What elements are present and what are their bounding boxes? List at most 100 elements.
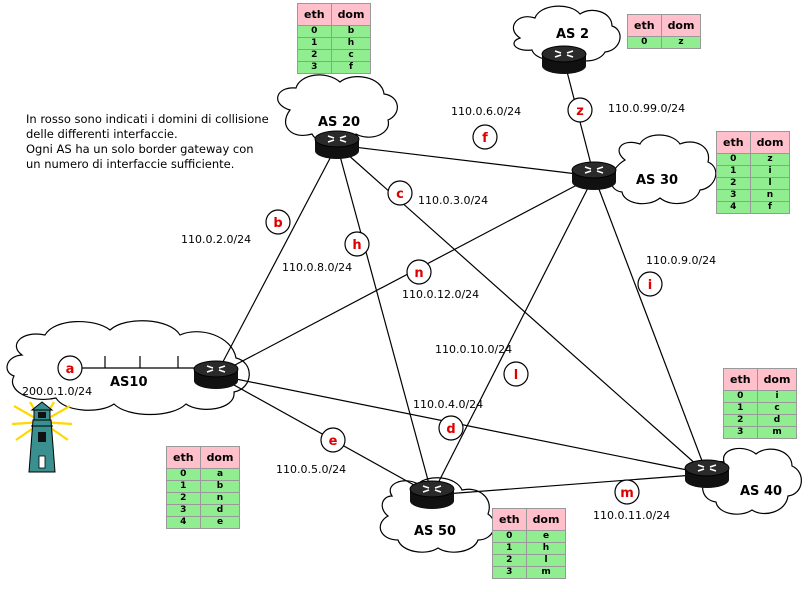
domain-n-circle (406, 259, 432, 285)
table-cell: e (199, 516, 241, 529)
subnet-l-label: 110.0.10.0/24 (435, 343, 512, 356)
domain-a-letter: a (66, 362, 75, 377)
table-cell: 3 (166, 504, 201, 517)
table-header: eth (166, 446, 201, 469)
note-line: In rosso sono indicati i domini di colli… (26, 112, 269, 126)
cloud-as50 (379, 477, 495, 553)
explanation-note: In rosso sono indicati i domini di colli… (26, 112, 296, 172)
table-header: dom (660, 14, 702, 37)
subnet-i-label: 110.0.9.0/24 (646, 254, 716, 267)
table-header: dom (330, 3, 372, 26)
table-cell: i (756, 390, 798, 403)
table-cell: h (330, 37, 372, 50)
domain-c-letter: c (396, 187, 404, 202)
table-cell: e (525, 530, 567, 543)
table-cell: i (749, 165, 791, 178)
router-as30-icon (571, 161, 617, 191)
table-cell: 4 (716, 201, 751, 214)
table-cell: n (199, 492, 241, 505)
table-cell: 2 (723, 414, 758, 427)
domain-l-circle (503, 361, 529, 387)
table-cell: 3 (716, 189, 751, 202)
table-header: eth (492, 508, 527, 531)
table-cell: 1 (297, 37, 332, 50)
domain-d-circle (438, 415, 464, 441)
as40-label: AS 40 (740, 484, 782, 499)
table-header: eth (297, 3, 332, 26)
table-header: eth (627, 14, 662, 37)
as2-label: AS 2 (556, 27, 589, 42)
table-cell: c (756, 402, 798, 415)
domain-h-letter: h (352, 238, 361, 253)
subnet-z-label: 110.0.99.0/24 (608, 102, 685, 115)
table-cell: 0 (627, 36, 662, 49)
domain-f-circle (472, 124, 498, 150)
table-cell: 2 (297, 49, 332, 62)
domain-d-letter: d (446, 422, 455, 437)
table-cell: 0 (723, 390, 758, 403)
domain-h-circle (344, 231, 370, 257)
subnet-a-label: 200.0.1.0/24 (22, 385, 92, 398)
table-cell: 2 (166, 492, 201, 505)
subnet-n-label: 110.0.12.0/24 (402, 288, 479, 301)
table-cell: 1 (723, 402, 758, 415)
table-cell: 2 (492, 554, 527, 567)
subnet-b-label: 110.0.2.0/24 (181, 233, 251, 246)
cloud-as20 (277, 74, 398, 144)
table-cell: 1 (716, 165, 751, 178)
as20-label: AS 20 (318, 115, 360, 130)
table-cell: b (199, 480, 241, 493)
note-line: Ogni AS ha un solo border gateway con (26, 142, 254, 156)
table-cell: 0 (492, 530, 527, 543)
router-as40-icon (684, 459, 730, 489)
table-cell: f (749, 201, 791, 214)
router-as20-icon (314, 130, 360, 160)
domain-m-letter: m (620, 486, 634, 501)
domain-b-circle (265, 209, 291, 235)
note-line: delle differenti interfaccie. (26, 127, 178, 141)
table-cell: l (749, 177, 791, 190)
table-cell: n (749, 189, 791, 202)
subnet-h-label: 110.0.8.0/24 (282, 261, 352, 274)
table-cell: d (199, 504, 241, 517)
subnet-m-label: 110.0.11.0/24 (593, 509, 670, 522)
subnet-c-label: 110.0.3.0/24 (418, 194, 488, 207)
domain-n-letter: n (414, 266, 423, 281)
lighthouse-icon (11, 401, 73, 473)
domain-z-letter: z (576, 104, 584, 119)
table-header: dom (756, 368, 798, 391)
table-cell: 0 (166, 468, 201, 481)
as30-label: AS 30 (636, 173, 678, 188)
table-cell: 3 (492, 566, 527, 579)
table-header: eth (716, 131, 751, 154)
table-cell: f (330, 61, 372, 74)
cloud-as2 (513, 5, 621, 62)
domain-z-circle (567, 97, 593, 123)
subnet-e-label: 110.0.5.0/24 (276, 463, 346, 476)
table-header: dom (749, 131, 791, 154)
domain-e-circle (320, 427, 346, 453)
domain-b-letter: b (273, 216, 282, 231)
domain-a-circle (57, 355, 83, 381)
subnet-f-label: 110.0.6.0/24 (451, 105, 521, 118)
domain-l-letter: l (514, 368, 518, 383)
table-cell: c (330, 49, 372, 62)
domain-i-circle (637, 271, 663, 297)
subnet-d-label: 110.0.4.0/24 (413, 398, 483, 411)
note-line: un numero di interfaccie sufficiente. (26, 157, 235, 171)
domain-m-circle (614, 479, 640, 505)
domain-f-letter: f (482, 131, 488, 146)
router-as50-icon (409, 480, 455, 510)
table-cell: 4 (166, 516, 201, 529)
table-cell: m (756, 426, 798, 439)
table-cell: 0 (716, 153, 751, 166)
table-cell: l (525, 554, 567, 567)
table-cell: h (525, 542, 567, 555)
table-cell: d (756, 414, 798, 427)
table-header: dom (199, 446, 241, 469)
as50-label: AS 50 (414, 524, 456, 539)
